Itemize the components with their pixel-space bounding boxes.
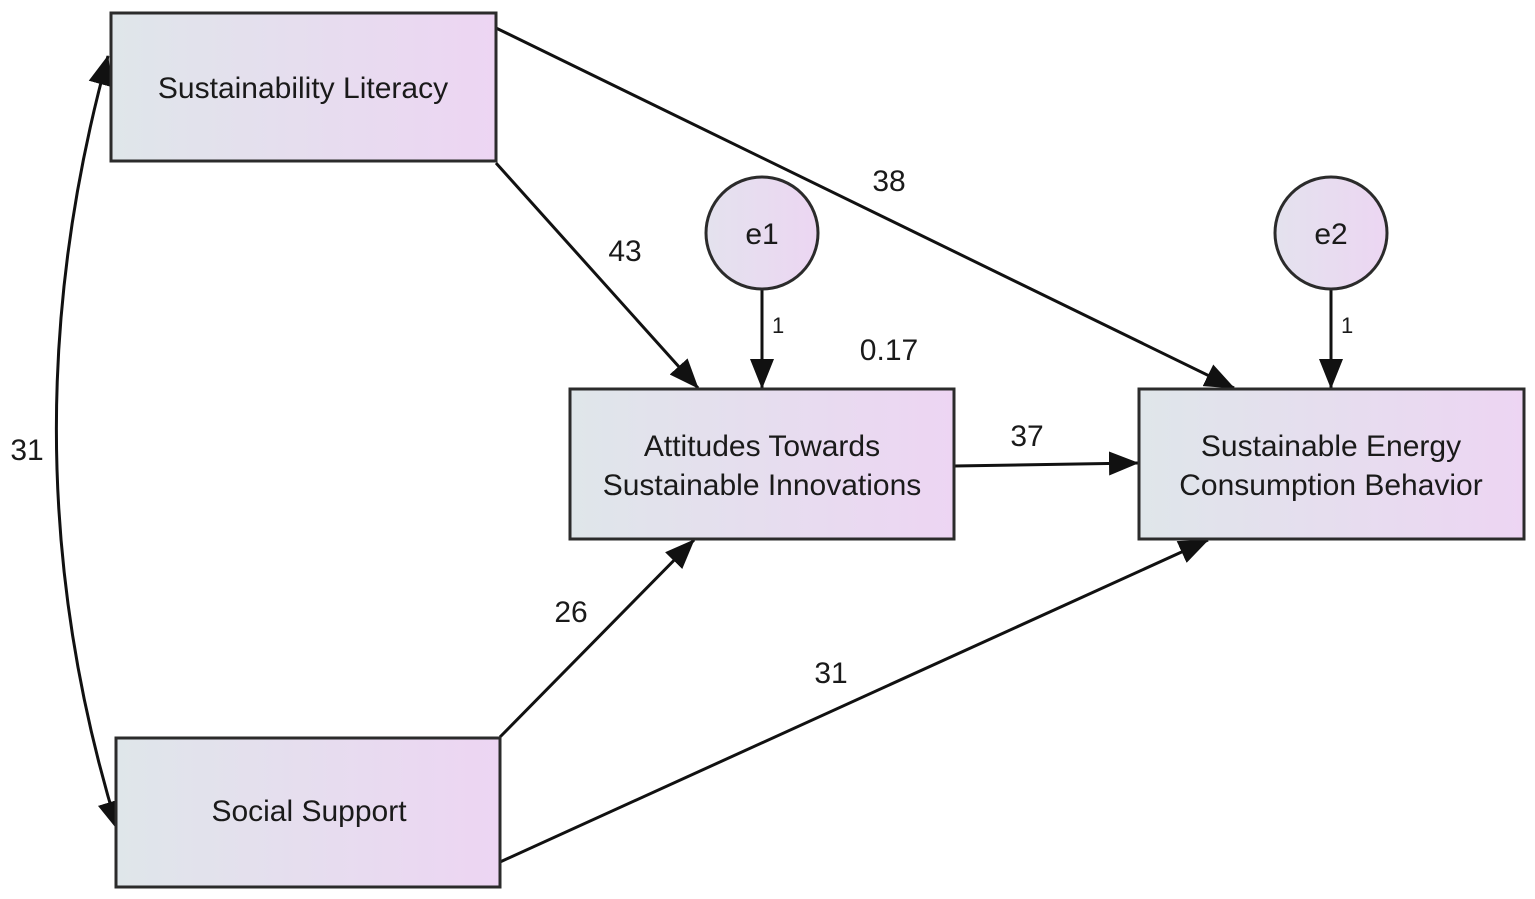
path-attitudes-to-behavior bbox=[953, 451, 1139, 476]
node-label-line-2: Sustainable Innovations bbox=[603, 469, 922, 502]
node-sustainability-literacy: Sustainability Literacy bbox=[109, 11, 498, 163]
coef-social-to-attitudes: 26 bbox=[554, 596, 587, 629]
node-energy-behavior: Sustainable Energy Consumption Behavior bbox=[1137, 387, 1526, 541]
node-attitudes: Attitudes Towards Sustainable Innovation… bbox=[568, 387, 956, 541]
coef-social-to-behavior: 31 bbox=[814, 657, 847, 690]
covariance-literacy-social bbox=[54, 55, 121, 831]
node-social-support: Social Support bbox=[114, 736, 502, 889]
node-label-line-1: Sustainable Energy bbox=[1201, 430, 1461, 463]
path-social-to-attitudes bbox=[498, 538, 696, 739]
node-label: Sustainability Literacy bbox=[158, 72, 448, 105]
r-squared-attitudes: 0.17 bbox=[860, 334, 918, 367]
error-e2: e2 bbox=[1273, 175, 1389, 291]
coef-covariance-literacy-social: 31 bbox=[10, 434, 43, 467]
path-social-to-behavior bbox=[499, 538, 1209, 864]
path-literacy-to-behavior bbox=[495, 26, 1235, 390]
error-e1: e1 bbox=[704, 175, 820, 291]
coef-literacy-to-behavior: 38 bbox=[872, 165, 905, 198]
node-label: Social Support bbox=[211, 795, 407, 828]
error-e2-label: e2 bbox=[1314, 218, 1347, 251]
error-e1-label: e1 bbox=[745, 218, 778, 251]
coef-literacy-to-attitudes: 43 bbox=[608, 235, 641, 268]
e1-loading-label: 1 bbox=[772, 313, 784, 338]
e2-loading-label: 1 bbox=[1341, 313, 1353, 338]
node-label-line-1: Attitudes Towards bbox=[644, 430, 880, 463]
path-literacy-to-attitudes bbox=[494, 161, 700, 390]
coef-attitudes-to-behavior: 37 bbox=[1010, 420, 1043, 453]
node-label-line-2: Consumption Behavior bbox=[1179, 469, 1483, 502]
